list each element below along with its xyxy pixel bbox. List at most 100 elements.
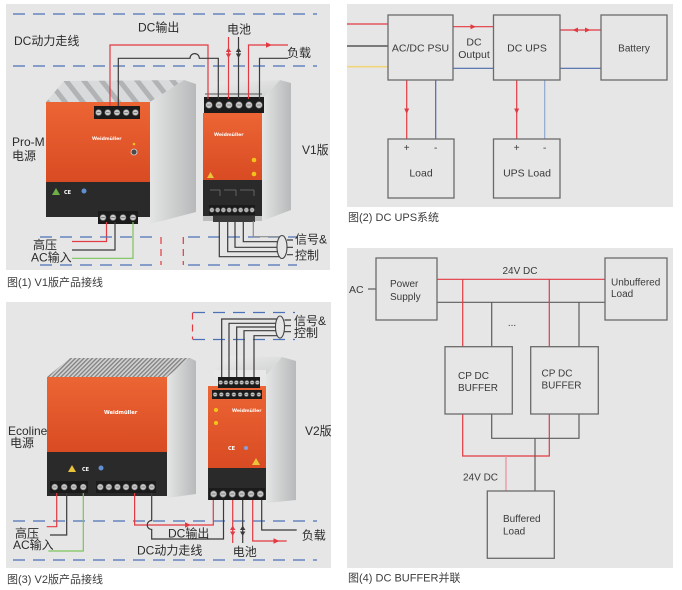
signal-connector-plate bbox=[213, 216, 255, 222]
wire-ac-neutral bbox=[72, 222, 116, 251]
wire-load-negative bbox=[261, 500, 297, 531]
dc-power-routing-label: DC动力走线 bbox=[14, 34, 79, 48]
figure-4-caption: 图(4) DC BUFFER并联 bbox=[348, 571, 460, 585]
terminal-block-body bbox=[204, 97, 264, 113]
terminal-block-signal bbox=[209, 205, 255, 215]
dc-output-label: DC bbox=[466, 37, 482, 49]
arrow-down-icon bbox=[240, 531, 246, 536]
wire-signal bbox=[236, 326, 276, 377]
power-supply-name-label: Ecoline bbox=[8, 424, 48, 438]
wire-signal bbox=[227, 221, 278, 253]
printed-signal-diagram bbox=[210, 189, 255, 196]
buffered-load-block bbox=[486, 490, 555, 559]
device-top-plate bbox=[214, 370, 266, 377]
device-brand-logo: Weidmüller bbox=[104, 410, 138, 416]
load-label: 负载 bbox=[302, 529, 326, 543]
ups-load-block bbox=[492, 138, 561, 199]
certification-icon bbox=[81, 188, 87, 194]
terminal-minus-label: - bbox=[543, 143, 546, 154]
arrow-left-icon bbox=[572, 27, 578, 33]
dc-output-label: Output bbox=[458, 49, 490, 61]
more-buffers-ellipsis: ... bbox=[508, 318, 516, 329]
figure-3-v2-wiring: Weidmüller CE Weidmüller CE bbox=[6, 302, 332, 586]
buffer-1-label: BUFFER bbox=[458, 383, 498, 394]
wire-ac-neutral bbox=[50, 493, 68, 536]
power-supply-name-label: Pro-M bbox=[12, 135, 45, 149]
bus-voltage-label: 24V DC bbox=[502, 266, 537, 277]
wire-ac-line bbox=[72, 222, 108, 243]
high-voltage-label: 高压 bbox=[33, 237, 57, 252]
psu-label: AC/DC PSU bbox=[392, 43, 449, 55]
terminal-block-power bbox=[204, 97, 264, 113]
ce-mark: CE bbox=[228, 446, 236, 452]
device-front-panel bbox=[208, 386, 266, 468]
terminal-block-body bbox=[209, 205, 255, 215]
terminal-block-body bbox=[98, 211, 138, 224]
terminal-block-body bbox=[50, 481, 88, 493]
terminal-block-signal-plug bbox=[218, 377, 260, 388]
wire-signal-out bbox=[284, 319, 291, 333]
terminal-block-ac-input bbox=[50, 481, 88, 493]
signal-control-label: 控制 bbox=[295, 249, 319, 263]
arrow-up-icon bbox=[235, 47, 242, 52]
wire-ac-ground bbox=[48, 493, 84, 552]
wire-signal bbox=[242, 221, 278, 243]
warning-triangle-icon bbox=[252, 458, 260, 465]
arrow-down-icon bbox=[230, 531, 236, 536]
load-label: 负载 bbox=[287, 46, 311, 60]
terminal-block-dc-output bbox=[96, 481, 156, 493]
adjust-knob-icon bbox=[130, 148, 138, 156]
device-brand-logo: Weidmüller bbox=[232, 408, 262, 414]
cp-dc-buffer-block-1 bbox=[444, 346, 513, 415]
cp-dc-buffer-block-2 bbox=[530, 346, 599, 415]
dc-output-label: DC输出 bbox=[168, 526, 209, 541]
adjust-potentiometer-icon bbox=[251, 171, 257, 177]
terminal-block-ac-input bbox=[98, 211, 138, 224]
buffer-2-label: CP DC bbox=[542, 369, 573, 380]
device-front-panel bbox=[47, 377, 167, 452]
wire-load-negative bbox=[258, 57, 288, 99]
ce-mark: CE bbox=[64, 190, 72, 196]
arrow-right-icon bbox=[470, 24, 476, 30]
terminal-block-signal bbox=[212, 390, 262, 399]
wire-dc-output-positive bbox=[109, 44, 209, 106]
arrow-down-icon bbox=[514, 108, 520, 114]
adjust-potentiometer-icon bbox=[251, 157, 257, 163]
dc-ups-label: DC UPS bbox=[507, 43, 547, 55]
psu-block bbox=[387, 14, 454, 81]
ac-input-label: AC输入 bbox=[13, 537, 54, 552]
output-voltage-label: 24V DC bbox=[463, 473, 498, 484]
wire-signal bbox=[218, 221, 279, 258]
terminal-plus-label: + bbox=[404, 143, 410, 154]
arrow-up-icon bbox=[240, 525, 246, 530]
wire-signal bbox=[234, 221, 277, 248]
wire-load-positive bbox=[247, 44, 288, 99]
wire-dc-output-positive bbox=[134, 493, 214, 526]
battery-block bbox=[600, 14, 668, 81]
figure-1-caption: 图(1) V1版产品接线 bbox=[7, 275, 103, 289]
wire-signal bbox=[253, 335, 278, 377]
device-heatsink-top bbox=[47, 358, 190, 377]
arrow-right-icon bbox=[585, 27, 591, 33]
unbuffered-load-label: Unbuffered bbox=[611, 278, 660, 289]
arrow-down-icon bbox=[225, 53, 232, 58]
pro-m-power-supply-device: Weidmüller CE bbox=[46, 80, 196, 224]
signal-control-label: 控制 bbox=[294, 326, 318, 340]
figure-1-v1-wiring: Weidmüller CE Weidmüller bbox=[6, 4, 330, 289]
terminal-block-body bbox=[209, 488, 265, 500]
wire-signal bbox=[228, 322, 276, 377]
arrow-right-icon bbox=[266, 42, 272, 48]
arrow-right-icon bbox=[273, 538, 280, 544]
adjust-potentiometer-icon bbox=[213, 420, 219, 426]
battery-label: Battery bbox=[618, 44, 650, 55]
terminal-block-dc-output bbox=[94, 106, 140, 119]
wire-signal bbox=[243, 330, 276, 377]
load-label: Load bbox=[409, 168, 433, 180]
figure-2-caption: 图(2) DC UPS系统 bbox=[348, 211, 439, 224]
terminal-minus-label: - bbox=[434, 143, 437, 154]
wire-signal-out bbox=[287, 239, 293, 256]
terminal-block-power bbox=[209, 488, 265, 500]
device-side-panel bbox=[266, 357, 296, 503]
module-name-label: V2版 bbox=[305, 424, 332, 438]
ac-label: AC bbox=[349, 284, 364, 296]
